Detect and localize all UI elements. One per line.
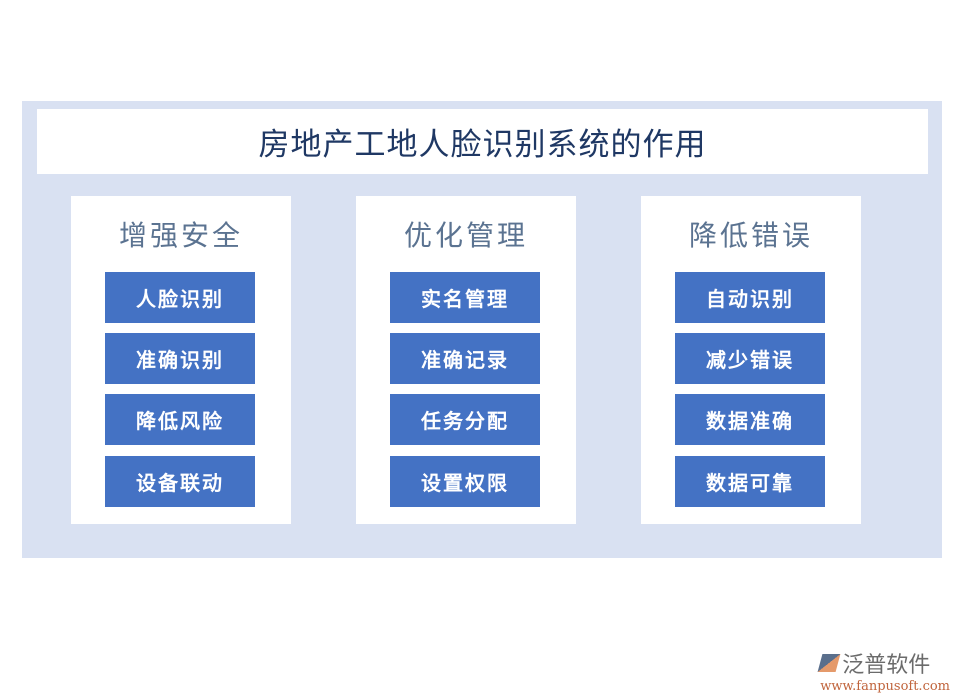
item-box: 准确记录 [390, 333, 540, 384]
item-box: 设置权限 [390, 456, 540, 507]
panel-title: 优化管理 [403, 219, 528, 252]
item-box: 数据可靠 [675, 456, 825, 507]
item-box: 减少错误 [675, 333, 825, 384]
panel-title: 增强安全 [118, 219, 243, 252]
item-box: 设备联动 [105, 456, 255, 507]
panel-title: 降低错误 [688, 219, 813, 252]
title-box: 房地产工地人脸识别系统的作用 [37, 109, 928, 174]
item-box: 准确识别 [105, 333, 255, 384]
item-box: 人脸识别 [105, 272, 255, 323]
item-box: 降低风险 [105, 394, 255, 445]
item-box: 实名管理 [390, 272, 540, 323]
watermark: 泛普软件 www.fanpusoft.com [817, 647, 950, 694]
panel-optimize-management: 优化管理 实名管理 准确记录 任务分配 设置权限 [356, 196, 576, 524]
panel-enhance-security: 增强安全 人脸识别 准确识别 降低风险 设备联动 [71, 196, 291, 524]
item-box: 自动识别 [675, 272, 825, 323]
diagram-title: 房地产工地人脸识别系统的作用 [258, 127, 707, 163]
item-box: 任务分配 [390, 394, 540, 445]
watermark-url: www.fanpusoft.com [820, 679, 950, 694]
panel-reduce-errors: 降低错误 自动识别 减少错误 数据准确 数据可靠 [641, 196, 861, 524]
fanpu-logo-icon [817, 654, 841, 672]
item-box: 数据准确 [675, 394, 825, 445]
watermark-name: 泛普软件 [842, 653, 931, 678]
